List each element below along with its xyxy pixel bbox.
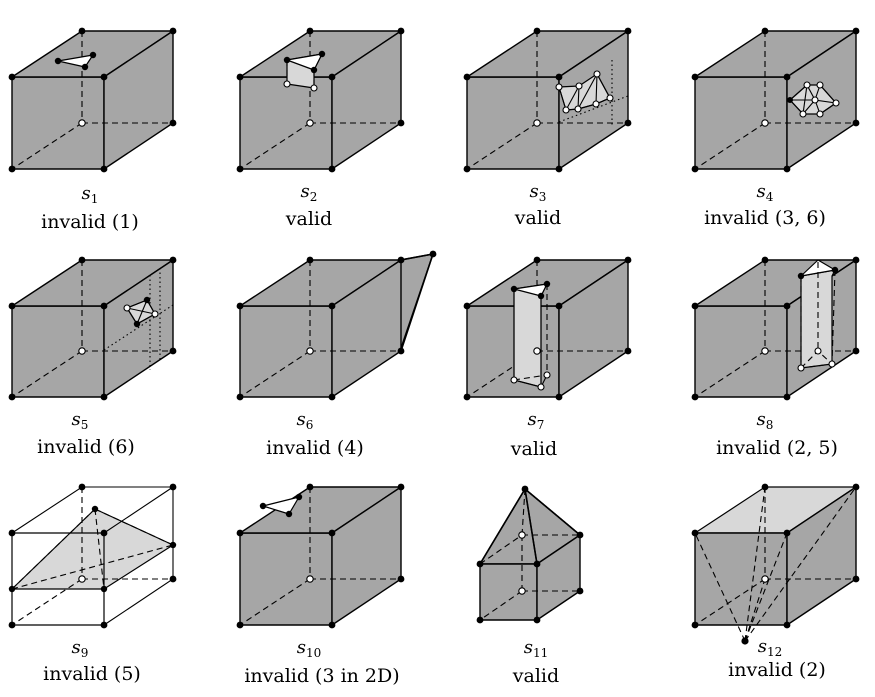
label-verdict-s4: invalid (3, 6) <box>704 207 826 229</box>
label-symbol-s7: s7 <box>528 409 545 432</box>
label-symbol-s9: s9 <box>72 637 89 660</box>
label-verdict-s1: invalid (1) <box>41 211 139 233</box>
label-symbol-s4: s4 <box>757 181 774 204</box>
label-symbol-s1: s1 <box>82 183 99 206</box>
s6-vertices <box>236 250 437 401</box>
label-verdict-s7: valid <box>510 438 557 460</box>
label-verdict-s11: valid <box>512 665 559 687</box>
s8-vertices <box>691 256 860 401</box>
s9-plane <box>11 508 174 590</box>
panel-s11-cube <box>476 485 584 624</box>
label-symbol-s3: s3 <box>530 181 547 204</box>
label-verdict-s3: valid <box>514 207 561 229</box>
label-verdict-s10: invalid (3 in 2D) <box>244 665 399 687</box>
s7-vertices <box>463 256 632 401</box>
panel-s6-cube <box>236 250 437 401</box>
label-symbol-s11: s11 <box>524 637 549 660</box>
panel-s3-cube <box>463 27 632 173</box>
label-verdict-s8: invalid (2, 5) <box>716 437 838 459</box>
label-symbol-s5: s5 <box>72 409 89 432</box>
label-symbol-s8: s8 <box>757 409 774 432</box>
panel-s7-cube <box>463 256 632 401</box>
label-verdict-s2: valid <box>285 208 332 230</box>
s5-vertices <box>8 256 177 401</box>
s2-vertices <box>236 27 405 173</box>
label-verdict-s5: invalid (6) <box>37 436 135 458</box>
s10-vertices <box>236 483 405 629</box>
panel-labels: s1 invalid (1) s2 valid s3 valid s4 inva… <box>37 181 838 687</box>
panel-s10-cube <box>236 483 405 629</box>
label-verdict-s6: invalid (4) <box>266 437 364 459</box>
panel-s8-cube <box>691 256 860 401</box>
s4-vertices <box>691 27 860 173</box>
s1-vertices <box>8 27 177 173</box>
panel-s12-cube <box>691 483 860 645</box>
panel-s9-cube <box>8 483 177 629</box>
label-symbol-s6: s6 <box>297 409 314 432</box>
s12-vertices <box>691 483 860 645</box>
label-symbol-s10: s10 <box>297 637 322 660</box>
panel-s2-cube <box>236 27 405 173</box>
label-verdict-s9: invalid (5) <box>43 663 141 685</box>
label-verdict-s12: invalid (2) <box>728 659 826 681</box>
s10-triangle <box>262 496 300 515</box>
label-symbol-s12: s12 <box>758 636 783 659</box>
panel-s4-cube <box>691 27 860 173</box>
s9-vertices <box>8 483 177 629</box>
label-symbol-s2: s2 <box>301 181 318 204</box>
panel-s5-cube <box>8 256 177 401</box>
s3-vertices <box>463 27 632 173</box>
s11-vertices <box>476 485 584 624</box>
panel-s1-cube <box>8 27 177 173</box>
